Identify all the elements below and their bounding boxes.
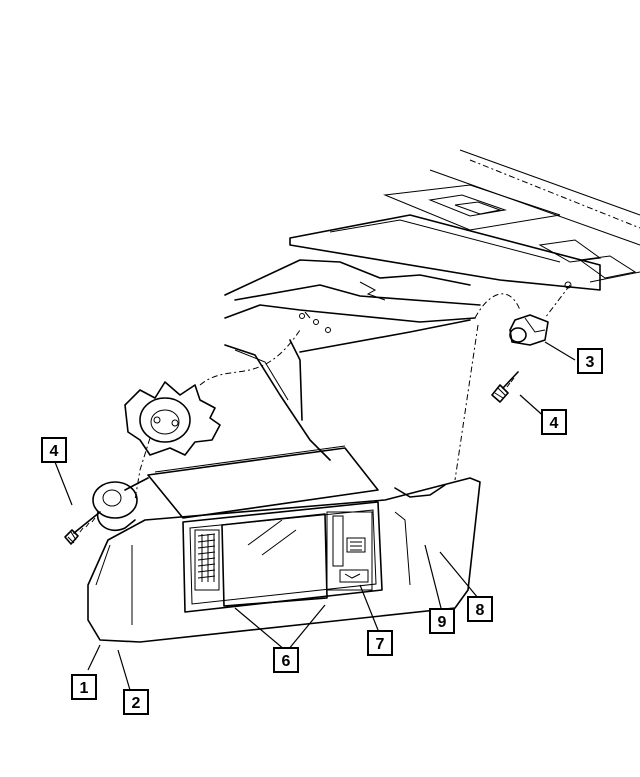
- svg-text:4: 4: [550, 415, 559, 432]
- roof-headliner-structure: [224, 149, 640, 461]
- svg-text:2: 2: [132, 695, 141, 712]
- sun-visor-body: [87, 445, 481, 643]
- right-vanity-lamp: [326, 511, 373, 591]
- callout-6: 6: [273, 647, 299, 673]
- svg-text:6: 6: [282, 653, 291, 670]
- callout-2: 2: [123, 689, 149, 715]
- svg-text:9: 9: [438, 614, 447, 631]
- svg-text:8: 8: [476, 602, 485, 619]
- callout-4-right: 4: [541, 409, 567, 435]
- callout-9: 9: [429, 608, 455, 634]
- svg-text:4: 4: [50, 443, 59, 460]
- svg-text:7: 7: [376, 636, 385, 653]
- vanity-switch: [339, 569, 369, 583]
- visor-pivot-bracket: [124, 329, 301, 501]
- svg-text:1: 1: [80, 680, 89, 697]
- left-screw-and-pivot: [64, 477, 149, 545]
- callout-8: 8: [467, 596, 493, 622]
- callout-1: 1: [71, 674, 97, 700]
- right-clip-and-screw: [454, 281, 572, 481]
- svg-text:3: 3: [586, 354, 595, 371]
- callout-7: 7: [367, 630, 393, 656]
- callout-3: 3: [577, 348, 603, 374]
- left-vanity-lamp: [194, 529, 220, 591]
- callout-4-left: 4: [41, 437, 67, 463]
